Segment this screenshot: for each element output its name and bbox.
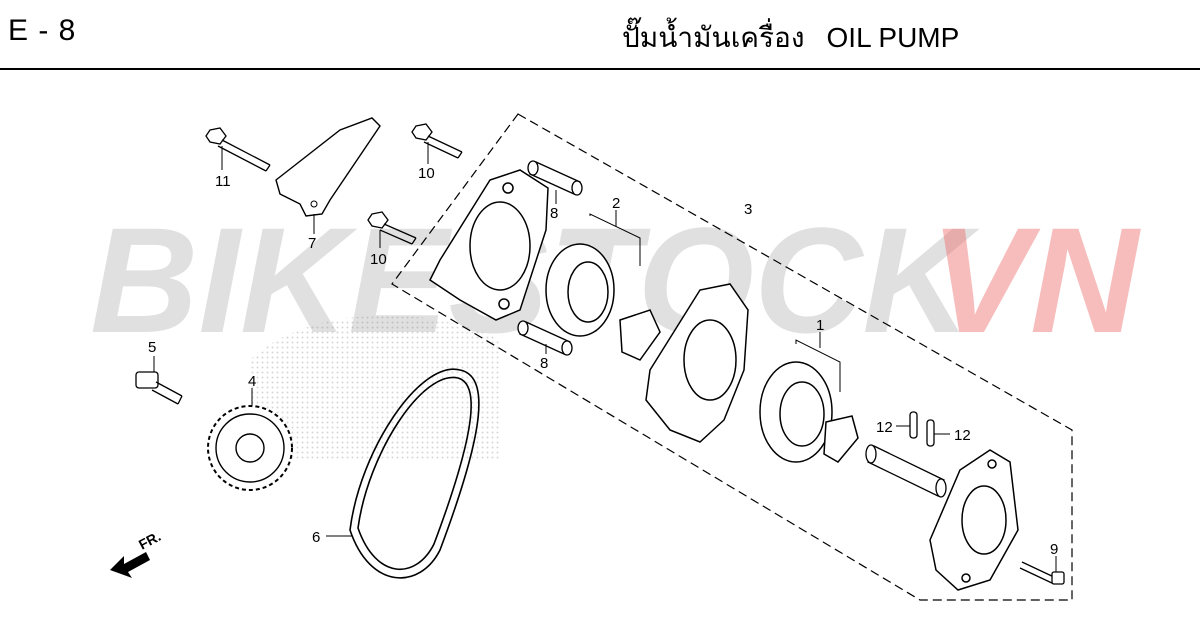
front-direction-label: FR. <box>136 528 163 553</box>
rotor-2-drawing <box>545 243 661 361</box>
bolt-10a-drawing <box>411 123 463 159</box>
plate-7-drawing <box>275 117 381 217</box>
callout-10a: 10 <box>418 165 435 182</box>
callout-2: 2 <box>612 195 620 212</box>
callout-12b: 12 <box>954 427 971 444</box>
part-5-drawing <box>135 371 183 405</box>
oil-pump-diagram: BIKESTOCK VN <box>90 113 1141 601</box>
callout-12a: 12 <box>876 419 893 436</box>
watermark-right: VN <box>930 196 1141 364</box>
bolt-11-drawing <box>205 127 271 172</box>
callout-6: 6 <box>312 529 320 546</box>
page-title: ปั๊มน้ำมันเครื่อง OIL PUMP <box>622 16 981 60</box>
bolt-10b-drawing <box>367 211 417 245</box>
pump-cover-drawing <box>429 169 549 321</box>
page-header: E - 8 ปั๊มน้ำมันเครื่อง OIL PUMP <box>0 0 1200 70</box>
pins-12-drawing <box>865 411 947 498</box>
callout-7: 7 <box>308 235 316 252</box>
callout-4: 4 <box>248 373 256 390</box>
chain-6-drawing <box>349 368 480 579</box>
callout-8b: 8 <box>540 355 548 372</box>
callout-9: 9 <box>1050 541 1058 558</box>
front-direction-arrow: FR. <box>110 528 163 578</box>
brand-emblem <box>250 315 500 460</box>
callout-1: 1 <box>816 317 824 334</box>
callout-8a: 8 <box>550 205 558 222</box>
pump-body-drawing <box>645 283 749 443</box>
pin-8a-drawing <box>527 160 583 196</box>
title-thai: ปั๊มน้ำมันเครื่อง <box>622 22 805 53</box>
title-english: OIL PUMP <box>826 22 960 53</box>
callout-5: 5 <box>148 339 156 356</box>
rear-plate-drawing <box>929 449 1019 591</box>
callout-10b: 10 <box>370 251 387 268</box>
assembly-boundary <box>391 113 1073 601</box>
rotor-1-drawing <box>759 361 859 463</box>
callout-11: 11 <box>215 173 231 190</box>
bolt-9-drawing <box>1019 561 1065 585</box>
callout-3: 3 <box>744 201 752 218</box>
sprocket-4-drawing <box>207 405 293 491</box>
section-code: E - 8 <box>8 14 77 47</box>
pin-8b-drawing <box>517 320 573 356</box>
